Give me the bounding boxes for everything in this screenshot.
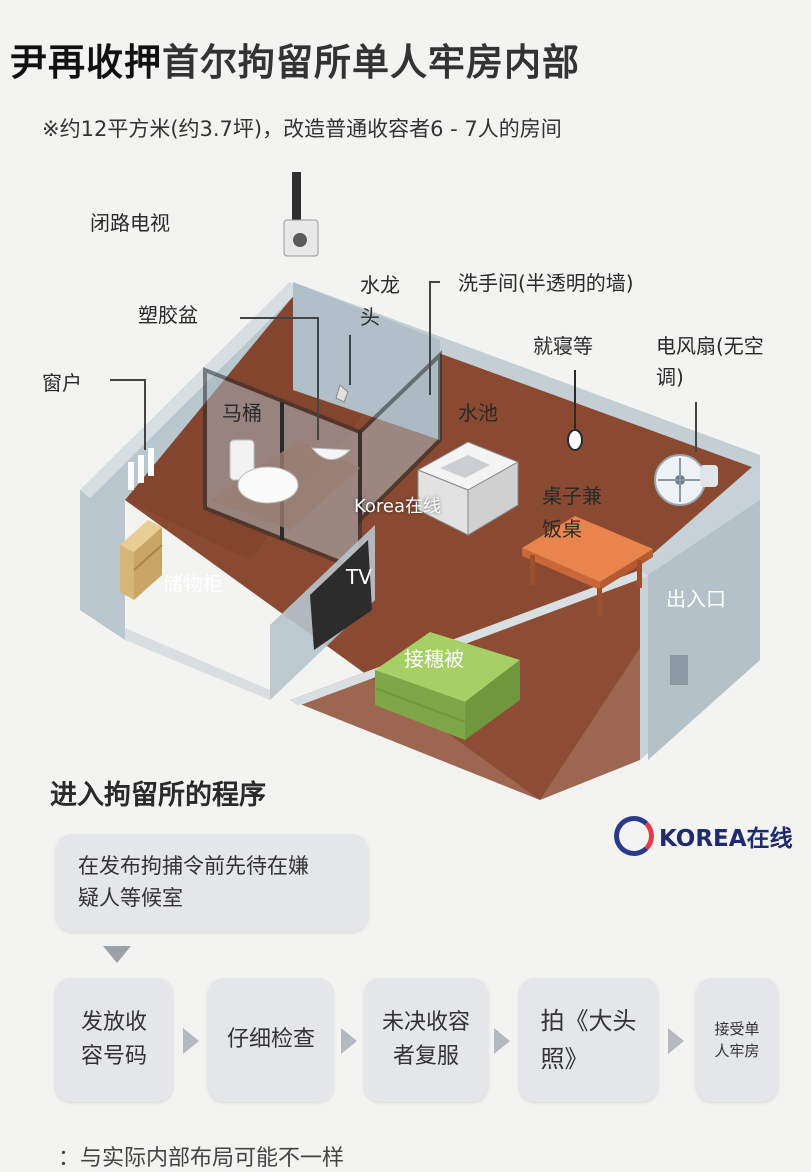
left-wall-top xyxy=(80,282,300,498)
cctv-camera xyxy=(283,172,319,257)
procedure-title: 进入拘留所的程序 xyxy=(50,780,266,811)
tv-screen xyxy=(310,540,372,650)
label-tv: TV xyxy=(345,565,372,589)
waiting-room-line2: 疑人等候室 xyxy=(78,886,183,910)
step-3-line1: 未决收容 xyxy=(381,1010,470,1035)
desk xyxy=(522,516,653,616)
arrow-right-icon xyxy=(341,1028,357,1054)
plastic-basin xyxy=(310,447,352,460)
footnote: ：与实际内部布局可能不一样 xyxy=(58,1146,345,1171)
step-5-line2: 人牢房 xyxy=(714,1042,760,1060)
step-single-cell: 接受单 人牢房 xyxy=(696,978,778,1102)
label-washroom: 洗手间(半透明的墙) xyxy=(458,271,634,295)
faucet xyxy=(335,384,349,403)
logo-text: KOREA在线 xyxy=(659,826,793,852)
label-faucet-line1: 水龙 xyxy=(360,273,400,297)
folded-blanket xyxy=(374,632,520,740)
waiting-room-box: 在发布拘捕令前先待在嫌 疑人等候室 xyxy=(56,834,368,932)
label-cctv: 闭路电视 xyxy=(90,211,170,235)
waiting-room-line1: 在发布拘捕令前先待在嫌 xyxy=(78,854,309,878)
cell-illustration: 闭路电视 塑胶盆 水龙 头 洗手间(半透明的墙) 就寝等 电风扇(无空 调) 窗… xyxy=(42,172,764,800)
korea-logo: KOREA在线 xyxy=(614,812,793,860)
label-fan-line2: 调) xyxy=(656,365,684,389)
arrow-right-icon xyxy=(668,1028,684,1054)
label-sink: 水池 xyxy=(458,401,498,425)
step-3-line2: 者复服 xyxy=(392,1044,459,1069)
exit-wall xyxy=(648,500,760,760)
step-5-line1: 接受单 xyxy=(714,1020,760,1038)
label-cabinet: 储物柜 xyxy=(163,572,223,596)
arrow-right-icon xyxy=(183,1028,199,1054)
step-4-line1: 拍《大头 xyxy=(540,1007,637,1035)
label-basin: 塑胶盆 xyxy=(138,303,198,327)
step-inspection: 仔细检查 xyxy=(208,978,334,1102)
watermark: Korea在线 xyxy=(354,496,442,517)
step-2-line1: 仔细检查 xyxy=(226,1027,315,1052)
step-uniform: 未决收容 者复服 xyxy=(364,978,488,1102)
leader-basin xyxy=(240,317,319,440)
label-exit: 出入口 xyxy=(666,587,726,611)
front-left-wall xyxy=(125,628,270,700)
storage-cabinet xyxy=(120,520,163,600)
window xyxy=(128,448,154,490)
label-desk-line2: 饭桌 xyxy=(542,517,582,541)
leader-washroom xyxy=(429,281,440,395)
label-window: 窗户 xyxy=(42,371,82,395)
down-arrow-icon xyxy=(103,946,131,963)
label-blanket: 接穗被 xyxy=(404,647,464,671)
logo-ring-icon xyxy=(614,816,654,856)
step-4-line2: 照》 xyxy=(540,1045,589,1073)
label-sleep: 就寝等 xyxy=(533,334,593,358)
page-title: 尹再收押首尔拘留所单人牢房内部 xyxy=(10,32,580,86)
toilet xyxy=(229,439,299,504)
washroom-glass-right xyxy=(358,350,442,525)
label-toilet: 马桶 xyxy=(222,401,262,425)
step-1-line2: 容号码 xyxy=(80,1044,147,1069)
sink xyxy=(416,441,520,536)
page-subtitle: ※约12平方米(约3.7坪)，改造普通收容者6 - 7人的房间 xyxy=(42,117,562,141)
leader-window xyxy=(110,379,146,450)
exit-door-panel xyxy=(670,655,688,685)
step-number-issue: 发放收 容号码 xyxy=(55,978,173,1102)
step-mugshot: 拍《大头 照》 xyxy=(519,978,658,1102)
label-fan-line1: 电风扇(无空 xyxy=(656,334,764,358)
arrow-right-icon xyxy=(494,1028,510,1054)
title-part1: 尹再收押 xyxy=(10,41,162,84)
label-faucet-line2: 头 xyxy=(360,305,380,329)
step-1-line1: 发放收 xyxy=(80,1010,147,1035)
title-part2: 首尔拘留所单人牢房内部 xyxy=(162,41,580,84)
sleep-lamp xyxy=(567,370,583,451)
label-desk-line1: 桌子兼 xyxy=(542,484,602,508)
electric-fan xyxy=(654,454,718,506)
